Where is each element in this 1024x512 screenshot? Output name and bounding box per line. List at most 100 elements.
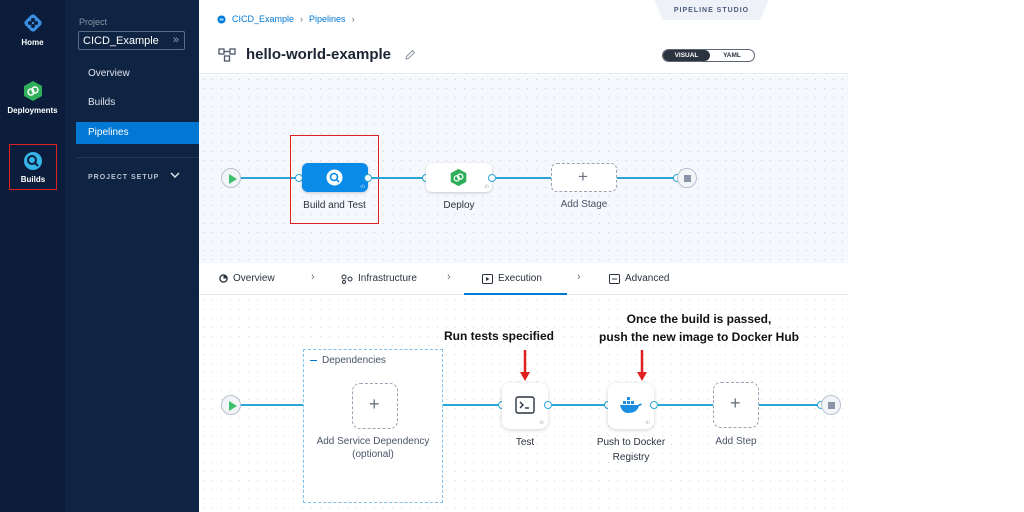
pipeline-title: hello-world-example [246, 46, 392, 63]
plus-icon: + [578, 167, 588, 186]
rail-home-label: Home [21, 38, 44, 47]
breadcrumb-pipelines[interactable]: Pipelines [309, 14, 346, 24]
annotation-push-line1: Once the build is passed, [626, 312, 772, 326]
execution-canvas: Run tests specified Once the build is pa… [199, 296, 848, 512]
collapse-minus-icon [310, 359, 317, 362]
build-stage-icon [326, 169, 343, 186]
chevron-down-icon[interactable] [170, 170, 180, 180]
connector-line [443, 404, 501, 406]
stage-deploy[interactable]: ‹/› [426, 163, 492, 192]
connector-line [372, 177, 426, 179]
code-icon: ‹/› [484, 184, 489, 190]
tab-execution-label: Execution [498, 273, 542, 284]
step-push-to-docker[interactable]: ‹/› [608, 383, 654, 429]
yaml-toggle-option[interactable]: YAML [723, 52, 741, 59]
double-chevron-right-icon: » [172, 34, 179, 46]
visual-yaml-toggle[interactable]: VISUAL YAML [662, 49, 755, 62]
stop-icon [828, 402, 835, 409]
tab-advanced-label: Advanced [625, 273, 670, 284]
dependencies-title: Dependencies [322, 355, 386, 366]
connector-dot [544, 401, 552, 409]
deploy-stage-icon [450, 168, 467, 187]
nav-item-builds[interactable]: Builds [88, 97, 116, 108]
tab-advanced[interactable]: Advanced [609, 273, 669, 284]
pipeline-studio-tag: PIPELINE STUDIO [654, 0, 769, 20]
rail-deployments[interactable]: Deployments [0, 80, 65, 115]
builds-icon [24, 152, 42, 170]
connector-dot [488, 174, 496, 182]
add-step-button[interactable]: + [713, 382, 759, 428]
deployments-icon [23, 81, 42, 101]
module-rail: Home Deployments Builds [0, 0, 65, 512]
terminal-icon [515, 396, 535, 414]
project-nav: Project CICD_Example » Overview Builds P… [65, 0, 199, 512]
chevron-right-icon: › [447, 271, 451, 283]
rail-builds-label: Builds [20, 175, 46, 184]
tab-overview[interactable]: Overview [219, 273, 275, 284]
annotation-run-tests: Run tests specified [443, 329, 555, 343]
connector-line [496, 177, 551, 179]
breadcrumb-separator: › [351, 14, 355, 24]
connector-line [241, 177, 297, 179]
active-tab-indicator [464, 293, 567, 295]
stage-tabs: Overview › Infrastructure › Execution › … [199, 263, 848, 295]
pencil-edit-icon[interactable] [404, 49, 416, 61]
nav-item-overview[interactable]: Overview [88, 68, 130, 79]
connector-line [241, 404, 303, 406]
pipeline-studio: CICD_Example › Pipelines › PIPELINE STUD… [199, 0, 848, 512]
build-stage-highlight [290, 135, 379, 224]
add-step-label: Add Step [715, 436, 757, 447]
rail-deployments-label: Deployments [7, 106, 58, 115]
right-margin [848, 0, 1024, 512]
plus-icon: + [369, 394, 380, 414]
connector-line [617, 177, 677, 179]
studio-header: CICD_Example › Pipelines › PIPELINE STUD… [199, 0, 848, 74]
connector-line [658, 404, 713, 406]
red-down-arrow-icon [520, 350, 530, 381]
code-icon: ‹/› [360, 184, 365, 190]
add-stage-button[interactable]: + [551, 163, 617, 192]
plus-icon: + [730, 393, 741, 413]
chevron-right-icon: › [311, 271, 315, 283]
project-label: Project [79, 17, 108, 27]
add-dependency-note: (optional) [352, 449, 394, 460]
add-service-dependency-button[interactable]: + [352, 383, 398, 429]
execution-start-node [221, 395, 241, 415]
code-icon: ‹/› [645, 420, 650, 426]
connector-line [552, 404, 607, 406]
dependencies-header[interactable]: Dependencies [310, 355, 386, 366]
rail-home[interactable]: Home [0, 12, 65, 47]
stage-label-add: Add Stage [560, 199, 608, 210]
play-icon [229, 174, 237, 184]
connector-line [759, 404, 821, 406]
annotation-push-line2: push the new image to Docker Hub [598, 330, 800, 344]
step-label-push-line2: Registry [612, 452, 650, 463]
step-label-push-line1: Push to Docker [596, 437, 666, 448]
rail-builds[interactable]: Builds [9, 144, 57, 190]
infrastructure-icon [341, 274, 353, 284]
tab-execution[interactable]: Execution [482, 273, 542, 284]
nav-item-pipelines[interactable]: Pipelines [76, 122, 199, 144]
stage-canvas: ‹/› Build and Test ‹/› Deploy + Add Stag… [199, 75, 848, 263]
stage-label-build: Build and Test [303, 200, 366, 211]
tab-infrastructure-label: Infrastructure [358, 273, 417, 284]
visual-toggle-option[interactable]: VISUAL [663, 50, 710, 61]
tab-infrastructure[interactable]: Infrastructure [341, 273, 417, 284]
step-test[interactable]: ‹/› [502, 383, 548, 429]
project-setup-toggle[interactable]: PROJECT SETUP [88, 174, 160, 181]
project-selector[interactable]: CICD_Example » [78, 31, 185, 50]
harness-home-icon [23, 14, 42, 32]
stage-label-deploy: Deploy [443, 200, 475, 211]
docker-icon [620, 397, 642, 413]
nav-divider [76, 157, 199, 158]
connector-dot [650, 401, 658, 409]
pipeline-start-node [221, 168, 241, 188]
project-name: CICD_Example [83, 35, 159, 47]
tab-overview-label: Overview [233, 273, 275, 284]
step-label-test: Test [515, 437, 535, 448]
execution-end-node [821, 395, 841, 415]
breadcrumb: CICD_Example › Pipelines › [217, 14, 355, 24]
breadcrumb-project[interactable]: CICD_Example [232, 14, 295, 24]
stage-build-and-test[interactable]: ‹/› [302, 163, 368, 192]
